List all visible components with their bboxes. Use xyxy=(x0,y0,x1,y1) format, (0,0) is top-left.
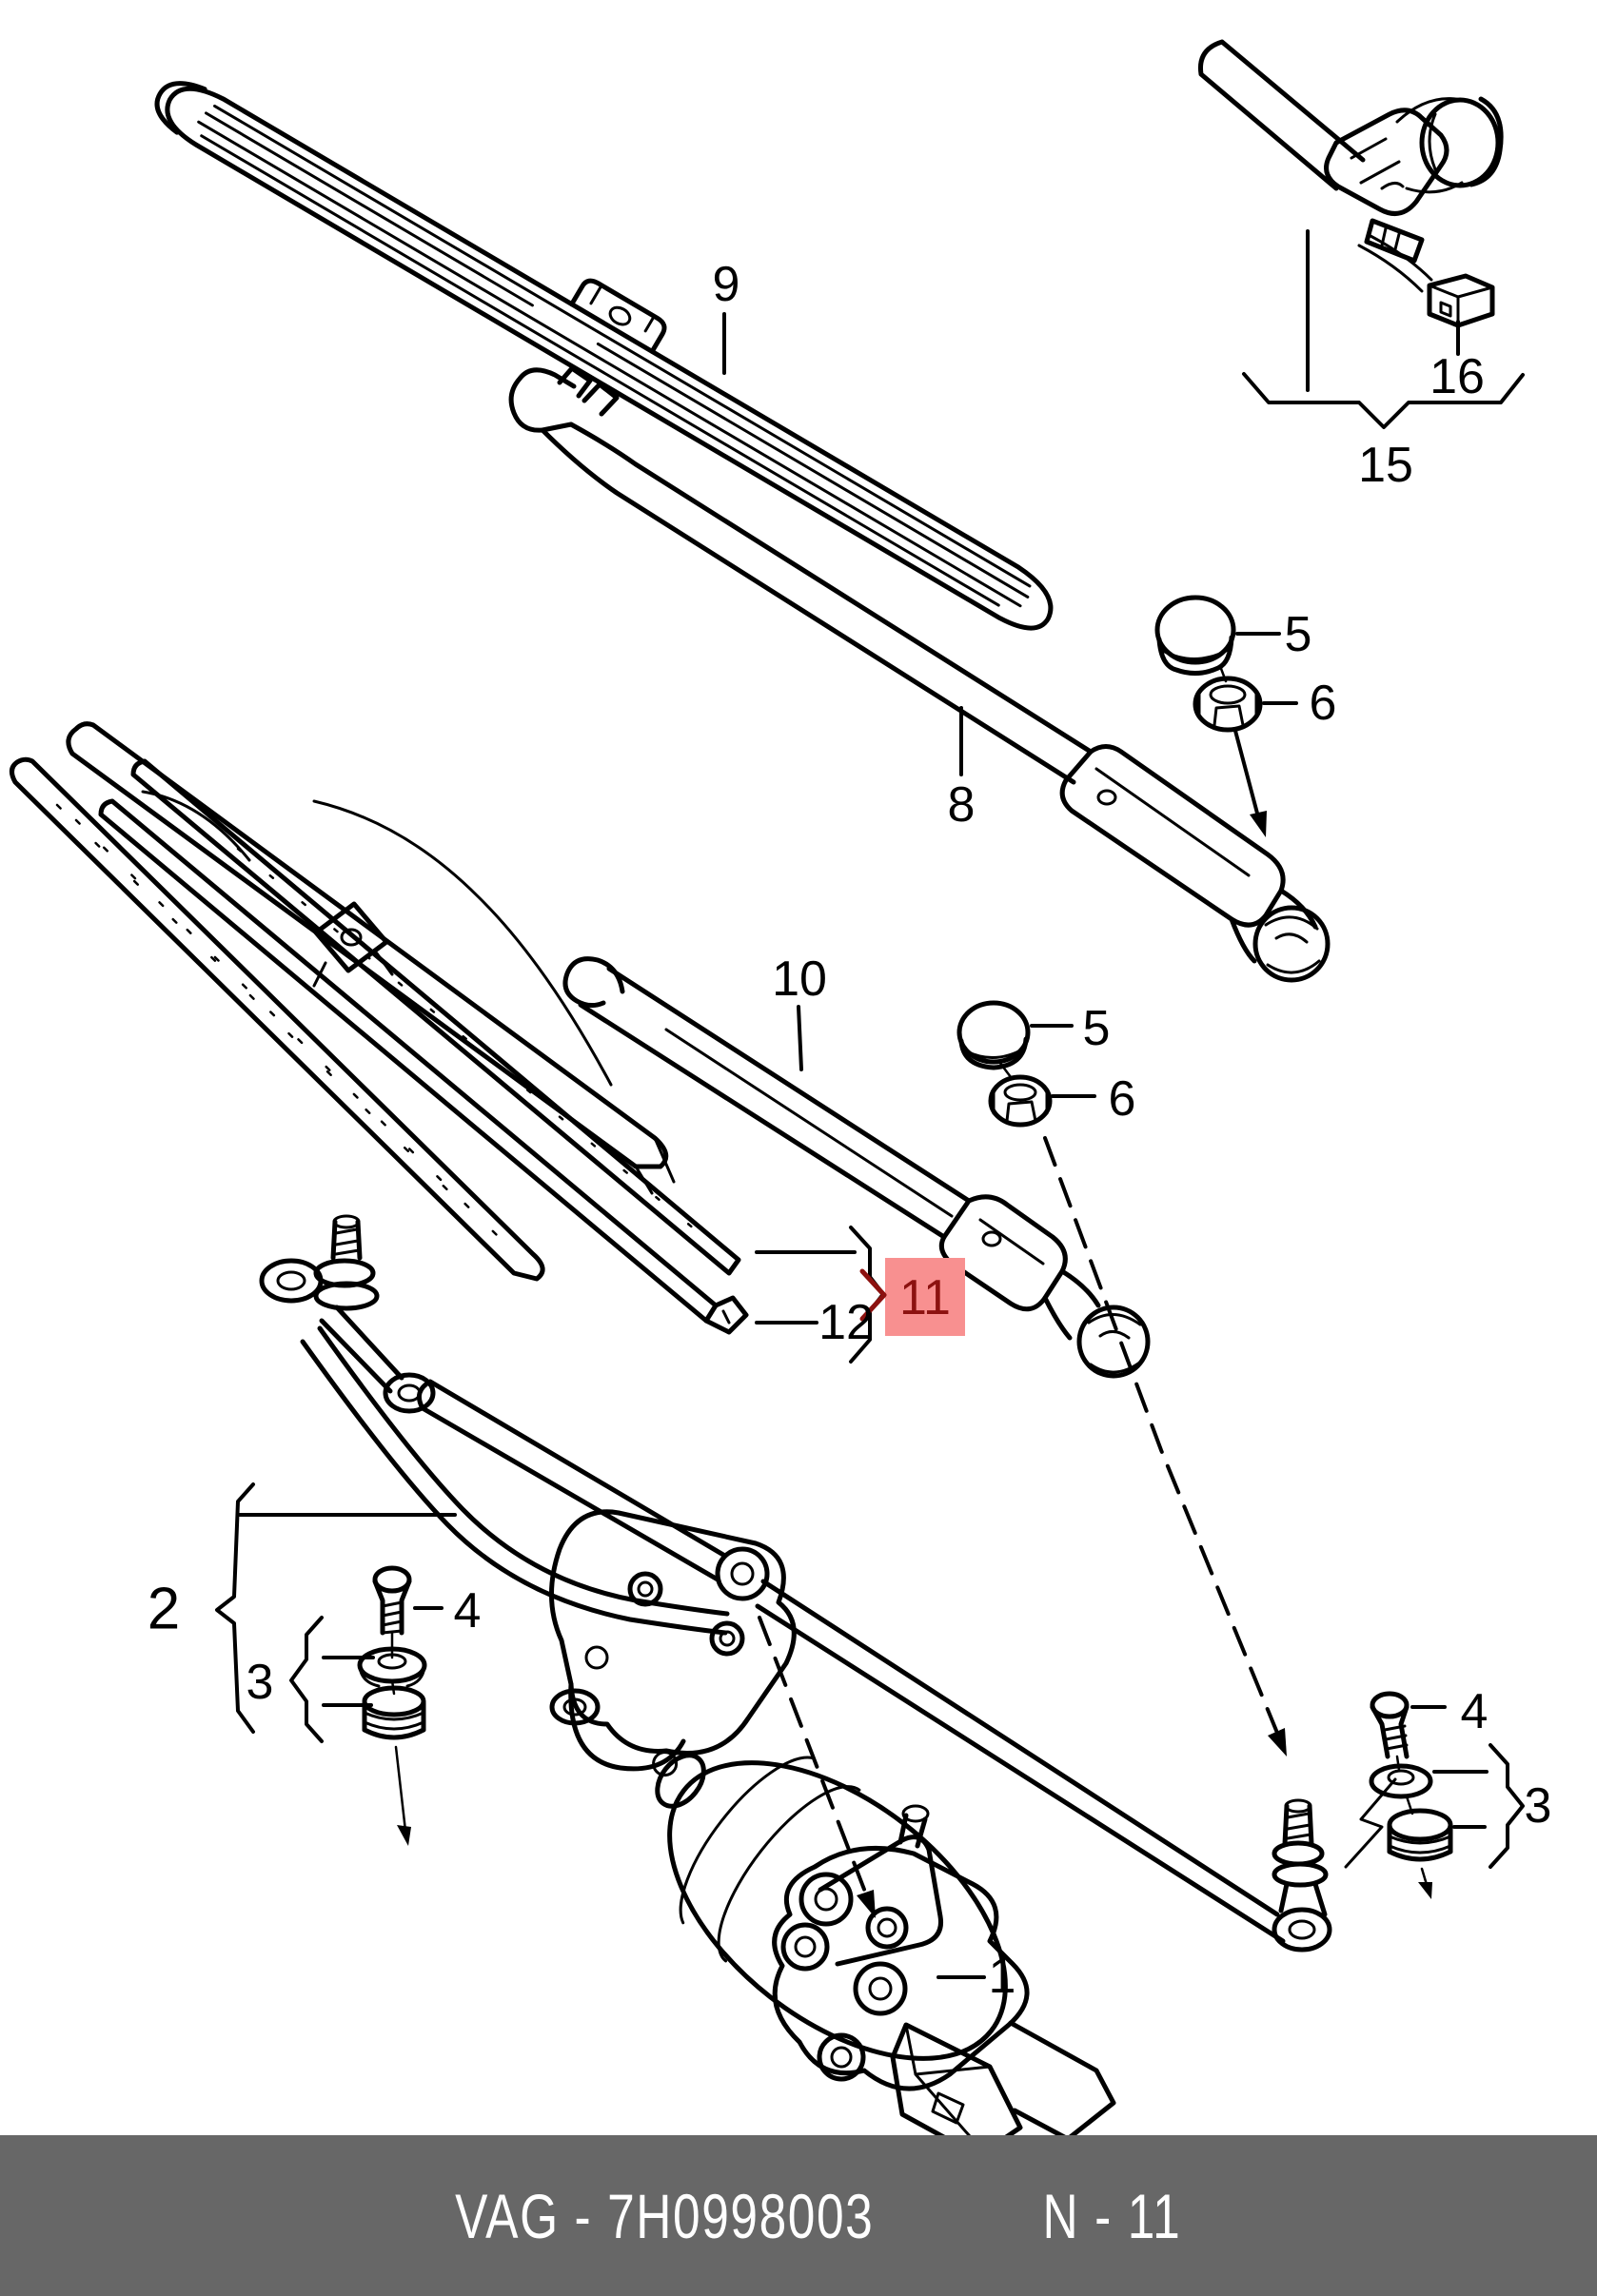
callout-15[interactable]: 15 xyxy=(1358,438,1413,493)
leader-lines xyxy=(215,229,1525,1979)
fastener-set-left-drawing xyxy=(357,1565,427,1846)
callout-5-upper[interactable]: 5 xyxy=(1285,607,1312,662)
spindle-cap-lower-drawing xyxy=(956,1000,1031,1070)
aero-wiper-blade-drawing xyxy=(154,81,1054,631)
footer-bar: VAG - 7H0998003 N - 11 xyxy=(0,2135,1597,2296)
wiper-arm-upper-drawing xyxy=(508,365,1331,983)
fastener-set-right-drawing xyxy=(1369,1691,1453,1899)
page-reference: N - 11 xyxy=(1042,2180,1182,2251)
wiper-arm-lower-drawing xyxy=(562,956,1151,1379)
catalog-code: VAG - 7H0998003 xyxy=(454,2180,875,2251)
highlight-box[interactable] xyxy=(885,1258,965,1336)
callout-3-left[interactable]: 3 xyxy=(246,1655,274,1710)
spindle-nut-upper-drawing xyxy=(1193,664,1263,733)
callout-16[interactable]: 16 xyxy=(1429,349,1485,404)
callout-9[interactable]: 9 xyxy=(713,257,740,312)
conventional-wiper-blades-drawing xyxy=(10,721,749,1335)
callout-11[interactable]: 11 xyxy=(899,1270,951,1325)
callout-2[interactable]: 2 xyxy=(148,1577,180,1642)
callout-5-lower[interactable]: 5 xyxy=(1083,1001,1111,1056)
callout-1[interactable]: 1 xyxy=(989,1949,1016,2004)
wiper-linkage-drawing xyxy=(259,1214,1397,1953)
spindle-cap-upper-drawing xyxy=(1154,595,1236,676)
wiper-switch-stalk-drawing xyxy=(1197,39,1504,328)
callout-4-left[interactable]: 4 xyxy=(454,1583,482,1639)
callout-4-right[interactable]: 4 xyxy=(1461,1684,1489,1739)
highlight-chevron-icon xyxy=(859,1268,887,1322)
callout-8[interactable]: 8 xyxy=(948,777,976,833)
callout-12[interactable]: 12 xyxy=(818,1295,874,1350)
callout-6-lower[interactable]: 6 xyxy=(1109,1071,1136,1127)
callout-6-upper[interactable]: 6 xyxy=(1310,676,1337,731)
spindle-nut-lower-drawing xyxy=(988,1060,1053,1128)
callout-3-right[interactable]: 3 xyxy=(1525,1778,1552,1834)
callout-10[interactable]: 10 xyxy=(772,952,827,1007)
